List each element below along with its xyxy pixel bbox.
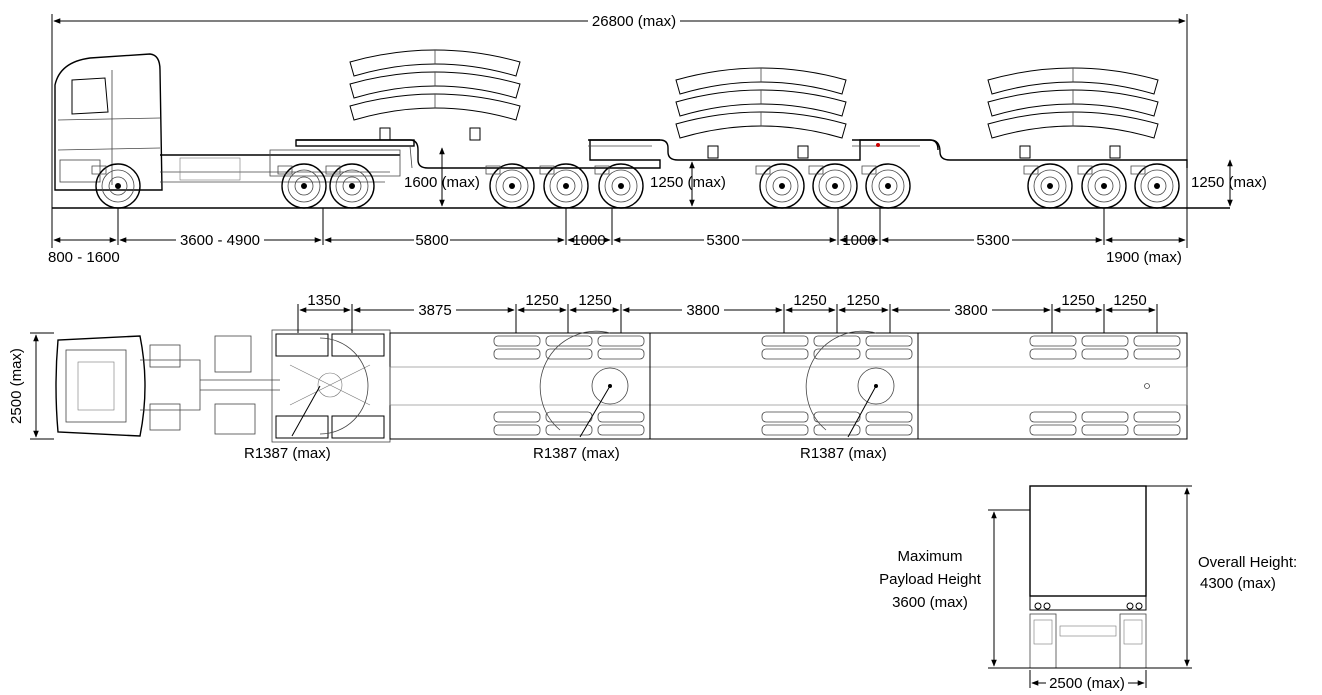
trailer1-radius-arc — [539, 330, 611, 431]
trailer3-wheel-2 — [1077, 163, 1127, 209]
kingpin-marker — [876, 143, 880, 147]
spacing-1-label: 3875 — [418, 302, 451, 319]
spacing-3-label: 3800 — [954, 302, 987, 319]
rear-overhang-label: 1900 (max) — [1106, 249, 1182, 266]
trailer1-wheel-2 — [539, 163, 589, 209]
trailer2-wheel-1 — [755, 163, 805, 209]
axle-a2-label: 1250 — [578, 292, 611, 309]
radius-2-label: R1387 (max) — [533, 445, 620, 462]
payload-height-line1: Maximum — [897, 548, 962, 565]
trailer-length-a-label: 5300 — [706, 232, 739, 249]
axle-b1-label: 1250 — [793, 292, 826, 309]
trailer3-wheel-1 — [1023, 163, 1073, 209]
top-view: 2500 (max) — [8, 292, 1188, 462]
truck-drive-wheel-2 — [325, 163, 375, 209]
payload-height-line2: Payload Height — [879, 571, 982, 588]
trailer-length-b-label: 5300 — [976, 232, 1009, 249]
spacing-2-label: 3800 — [686, 302, 719, 319]
axle-c1-label: 1250 — [1061, 292, 1094, 309]
trailer3-wheel-3 — [1130, 163, 1180, 209]
trailer2-wheel-2 — [808, 163, 858, 209]
trailer1-wheel-1 — [485, 163, 535, 209]
pipe-load-1 — [350, 50, 520, 120]
to-trailer1-label: 5800 — [415, 232, 448, 249]
radius-3-label: R1387 (max) — [800, 445, 887, 462]
axle-spacing-truck-label: 1350 — [307, 292, 340, 309]
trailer-tyres — [493, 335, 1181, 436]
front-overhang-label: 800 - 1600 — [48, 249, 120, 266]
top-width-label: 2500 (max) — [8, 348, 25, 424]
deck-height-1-label: 1600 (max) — [404, 174, 480, 191]
rear-load-outline — [1029, 485, 1147, 597]
spacing-b-label: 1000 — [842, 232, 875, 249]
rear-width-label: 2500 (max) — [1049, 675, 1125, 692]
spacing-a-label: 1000 — [572, 232, 605, 249]
radius-1-label: R1387 (max) — [244, 445, 331, 462]
overall-height-line1: Overall Height: — [1198, 554, 1297, 571]
pipe-load-2 — [676, 68, 846, 138]
truck-radius-arc — [319, 337, 369, 435]
overall-length-label: 26800 (max) — [592, 13, 676, 30]
pipe-load-3 — [988, 68, 1158, 138]
truck-front-wheel — [91, 163, 141, 209]
trailer2-radius-arc — [805, 330, 877, 431]
axle-b2-label: 1250 — [846, 292, 879, 309]
overall-height-value: 4300 (max) — [1200, 575, 1276, 592]
side-view: 26800 (max) — [48, 13, 1267, 266]
deck-height-2-label: 1250 (max) — [650, 174, 726, 191]
truck-wheelbase-label: 3600 - 4900 — [180, 232, 260, 249]
axle-a1-label: 1250 — [525, 292, 558, 309]
deck-height-3-label: 1250 (max) — [1191, 174, 1267, 191]
prime-mover-cab — [54, 53, 401, 191]
payload-height-value: 3600 (max) — [892, 594, 968, 611]
trailer2-wheel-3 — [861, 163, 911, 209]
truck-drive-wheel-1 — [277, 163, 327, 209]
rear-view: Maximum Payload Height 3600 (max) Overal… — [879, 485, 1297, 692]
truck-drive-tyres — [271, 329, 391, 443]
axle-c2-label: 1250 — [1113, 292, 1146, 309]
truck-top-outline — [55, 335, 280, 437]
trailer1-wheel-3 — [594, 163, 644, 209]
